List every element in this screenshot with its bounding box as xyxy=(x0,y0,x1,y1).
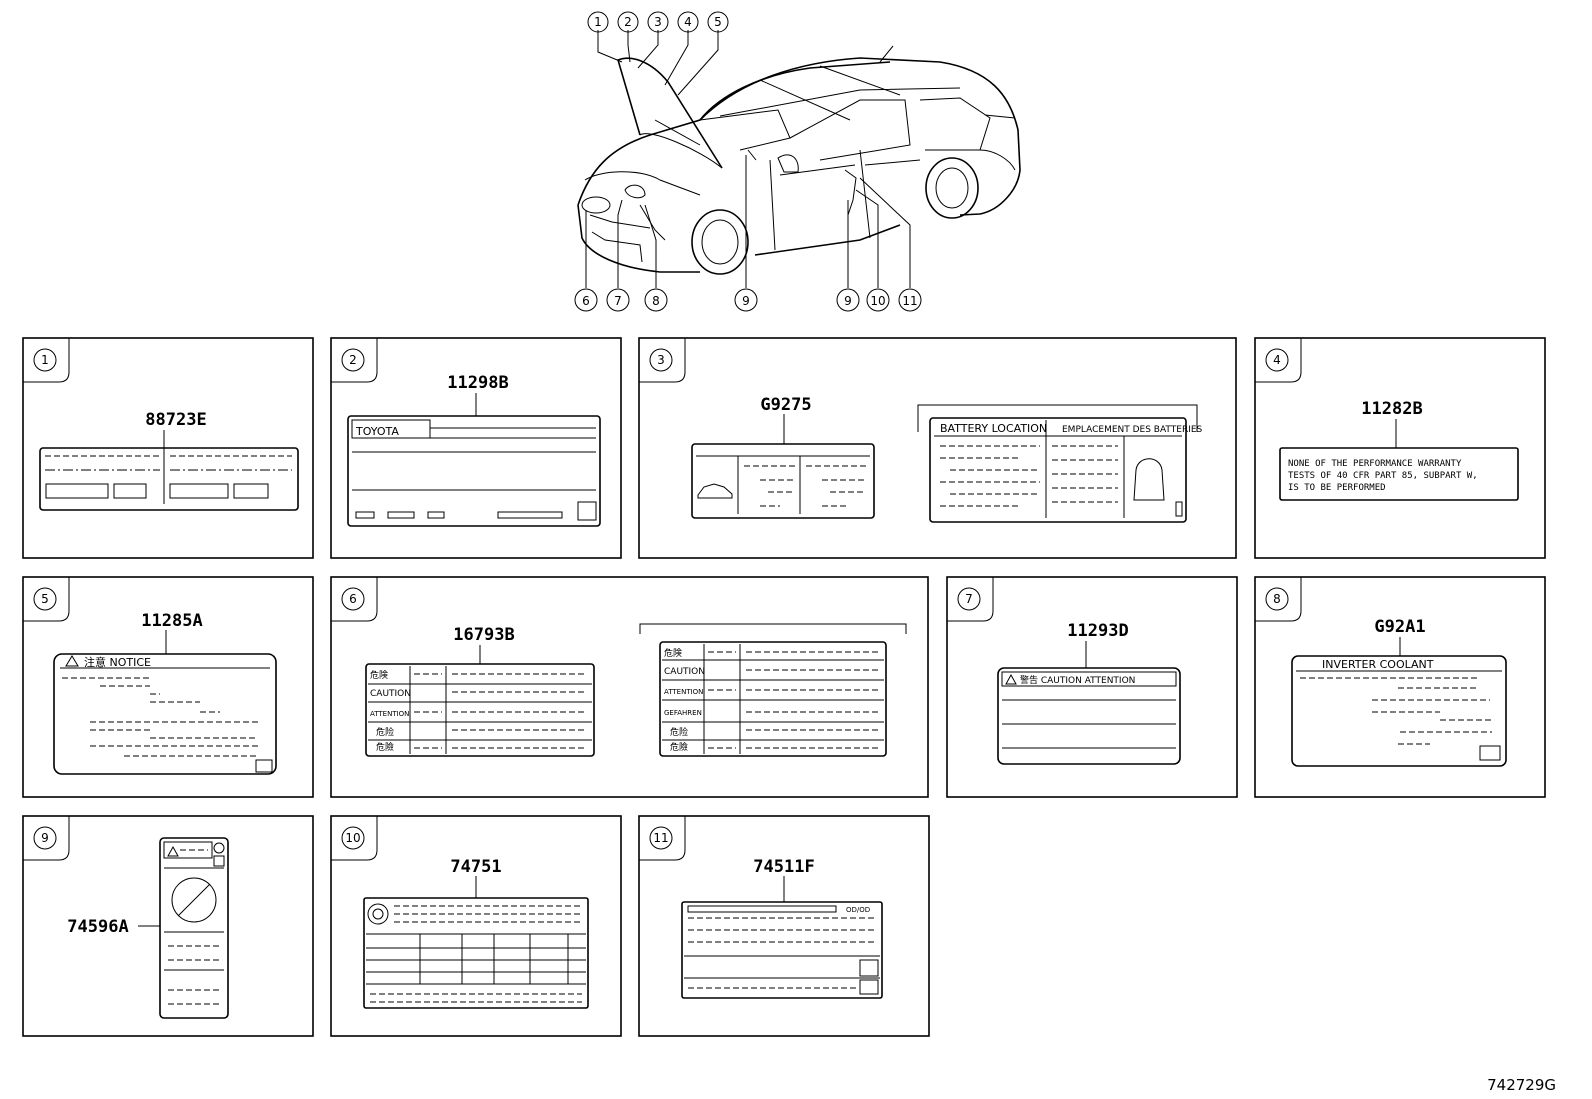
row2-attention: ATTENTION xyxy=(664,688,703,696)
callout-leaders xyxy=(585,30,911,288)
panel-1-number: 1 xyxy=(41,353,49,367)
panel-9-number: 9 xyxy=(41,831,49,845)
part-number-16793B: 16793B xyxy=(453,625,514,645)
callout-9b: 9 xyxy=(844,294,852,308)
panel-11-label: 74511F OD/OD xyxy=(681,857,883,999)
callout-9a: 9 xyxy=(742,294,750,308)
panel-3-number: 3 xyxy=(657,353,665,367)
panel-2-label: 11298B TOYOTA xyxy=(347,373,601,527)
row2-danger-cn: 危险 xyxy=(670,726,688,738)
panel-3-label: G9275 BATTERY LOCATION EMPLACEMENT DES B… xyxy=(691,395,1203,523)
panel-4-number: 4 xyxy=(1273,353,1281,367)
panel-2-number: 2 xyxy=(349,353,357,367)
panel-8-number: 8 xyxy=(1273,592,1281,606)
part-number-11285A: 11285A xyxy=(141,611,202,631)
panel-8-label: G92A1 INVERTER COOLANT xyxy=(1291,617,1507,767)
panel-6-label: 16793B 危険 CAUTION ATTENTION 危险 危險 危険 CAU… xyxy=(365,623,907,757)
panel-7-label: 11293D 警告 CAUTION ATTENTION xyxy=(997,621,1181,765)
row-danger-tw: 危險 xyxy=(376,741,394,753)
panel-4-label: 11282B NONE OF THE PERFORMANCE WARRANTY … xyxy=(1279,399,1519,501)
panel-7-number: 7 xyxy=(965,592,973,606)
part-number-G9275: G9275 xyxy=(760,395,811,415)
part-number-11298B: 11298B xyxy=(447,373,508,393)
callout-7: 7 xyxy=(614,294,622,308)
car-illustration xyxy=(577,45,1021,275)
row-danger-jp: 危険 xyxy=(370,669,388,681)
callouts-bottom: 6 7 8 9 9 10 11 xyxy=(574,288,922,312)
warranty-line-2: TESTS OF 40 CFR PART 85, SUBPART W, xyxy=(1288,471,1478,481)
panel-10-label: 74751 xyxy=(363,857,589,1009)
part-number-11293D: 11293D xyxy=(1067,621,1128,641)
row2-danger-jp: 危険 xyxy=(664,647,682,659)
row-attention: ATTENTION xyxy=(370,710,409,718)
emplacement-text: EMPLACEMENT DES BATTERIES xyxy=(1062,425,1203,435)
row2-danger-tw: 危險 xyxy=(670,741,688,753)
caution-header: 警告 CAUTION ATTENTION xyxy=(1020,674,1135,686)
panel-1-label: 88723E xyxy=(39,410,299,511)
callout-2: 2 xyxy=(624,15,632,29)
row-caution: CAUTION xyxy=(370,689,411,699)
warranty-line-1: NONE OF THE PERFORMANCE WARRANTY xyxy=(1288,459,1462,469)
panel-11-number: 11 xyxy=(653,831,668,845)
panel-5-label: 11285A 注意 NOTICE xyxy=(53,611,277,775)
toyota-label: TOYOTA xyxy=(355,425,399,438)
callout-5: 5 xyxy=(714,15,722,29)
panel-10-number: 10 xyxy=(345,831,360,845)
callout-3: 3 xyxy=(654,15,662,29)
panel-number-tabs: 1 2 3 4 5 6 7 8 9 10 11 xyxy=(23,338,1302,861)
panel-frames xyxy=(22,337,1546,1037)
inverter-coolant-text: INVERTER COOLANT xyxy=(1322,658,1434,671)
callouts-top: 1 2 3 4 5 xyxy=(587,11,729,33)
callout-1: 1 xyxy=(594,15,602,29)
part-number-11282B: 11282B xyxy=(1361,399,1422,419)
row2-gefahren: GEFAHREN xyxy=(664,709,702,717)
row2-caution: CAUTION xyxy=(664,667,705,677)
panel-5-number: 5 xyxy=(41,592,49,606)
callout-11: 11 xyxy=(902,294,917,308)
figure-reference: 742729G xyxy=(1487,1076,1556,1094)
callout-8: 8 xyxy=(652,294,660,308)
row-danger-cn: 危险 xyxy=(376,726,394,738)
notice-header: 注意 NOTICE xyxy=(84,655,151,669)
part-number-88723E: 88723E xyxy=(145,410,206,430)
part-number-74511F: 74511F xyxy=(753,857,814,877)
panel-6-number: 6 xyxy=(349,592,357,606)
part-number-74596A: 74596A xyxy=(67,917,128,937)
part-number-G92A1: G92A1 xyxy=(1374,617,1425,637)
od-label: OD/OD xyxy=(846,906,870,914)
warranty-line-3: IS TO BE PERFORMED xyxy=(1288,483,1386,493)
callout-6: 6 xyxy=(582,294,590,308)
part-number-74751: 74751 xyxy=(450,857,501,877)
callout-4: 4 xyxy=(684,15,692,29)
battery-location-text: BATTERY LOCATION xyxy=(940,422,1047,435)
callout-10: 10 xyxy=(870,294,885,308)
panel-9-label: 74596A xyxy=(67,837,229,1019)
